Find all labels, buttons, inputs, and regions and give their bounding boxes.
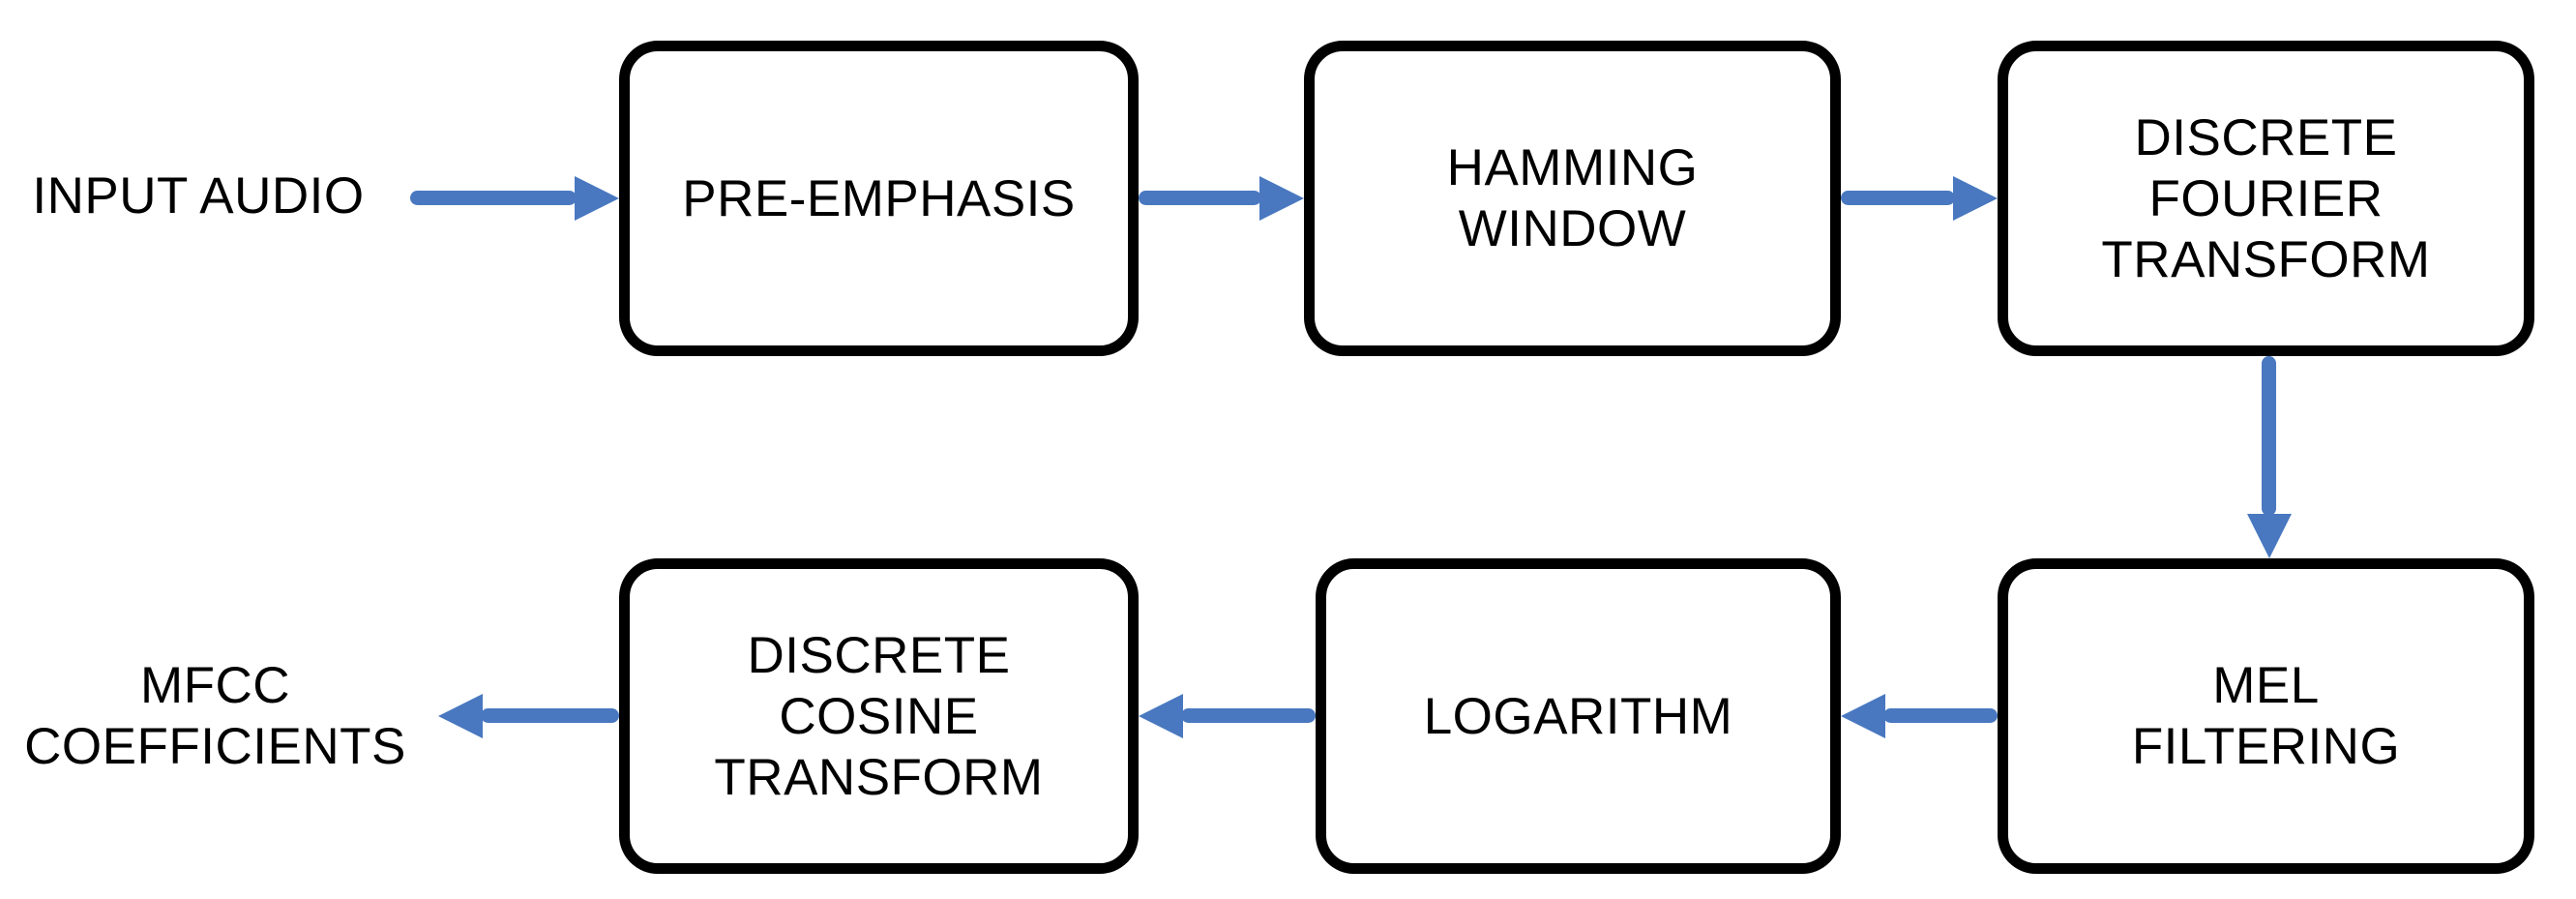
arrow-head-right-icon	[575, 176, 619, 221]
node-discrete-fourier-transform-label: DISCRETE FOURIER TRANSFORM	[2101, 108, 2431, 288]
mfcc-coefficients-label: MFCC COEFFICIENTS	[24, 657, 406, 775]
arrow-shaft	[1841, 191, 1955, 205]
node-hamming-window: HAMMING WINDOW	[1304, 41, 1841, 356]
node-discrete-cosine-transform-label: DISCRETE COSINE TRANSFORM	[714, 626, 1044, 806]
node-pre-emphasis: PRE-EMPHASIS	[619, 41, 1139, 356]
arrow-shaft	[2262, 356, 2276, 516]
input-audio-label: INPUT AUDIO	[32, 167, 365, 225]
arrow-head-left-icon	[1139, 694, 1183, 738]
node-logarithm-label: LOGARITHM	[1423, 687, 1733, 745]
arrow-head-left-icon	[438, 694, 483, 738]
arrow-shaft	[481, 708, 619, 723]
arrow-head-right-icon	[1953, 176, 1998, 221]
arrow-head-right-icon	[1259, 176, 1304, 221]
node-mel-filtering: MEL FILTERING	[1998, 558, 2534, 874]
node-pre-emphasis-label: PRE-EMPHASIS	[682, 169, 1076, 227]
node-discrete-fourier-transform: DISCRETE FOURIER TRANSFORM	[1998, 41, 2534, 356]
arrow-shaft	[410, 191, 577, 205]
arrow-shaft	[1883, 708, 1998, 723]
node-discrete-cosine-transform: DISCRETE COSINE TRANSFORM	[619, 558, 1139, 874]
node-hamming-window-label: HAMMING WINDOW	[1446, 139, 1699, 257]
node-logarithm: LOGARITHM	[1316, 558, 1841, 874]
arrow-head-down-icon	[2247, 514, 2292, 558]
arrow-head-left-icon	[1841, 694, 1885, 738]
arrow-shaft	[1139, 191, 1261, 205]
arrow-shaft	[1181, 708, 1316, 723]
node-mel-filtering-label: MEL FILTERING	[2131, 657, 2401, 775]
